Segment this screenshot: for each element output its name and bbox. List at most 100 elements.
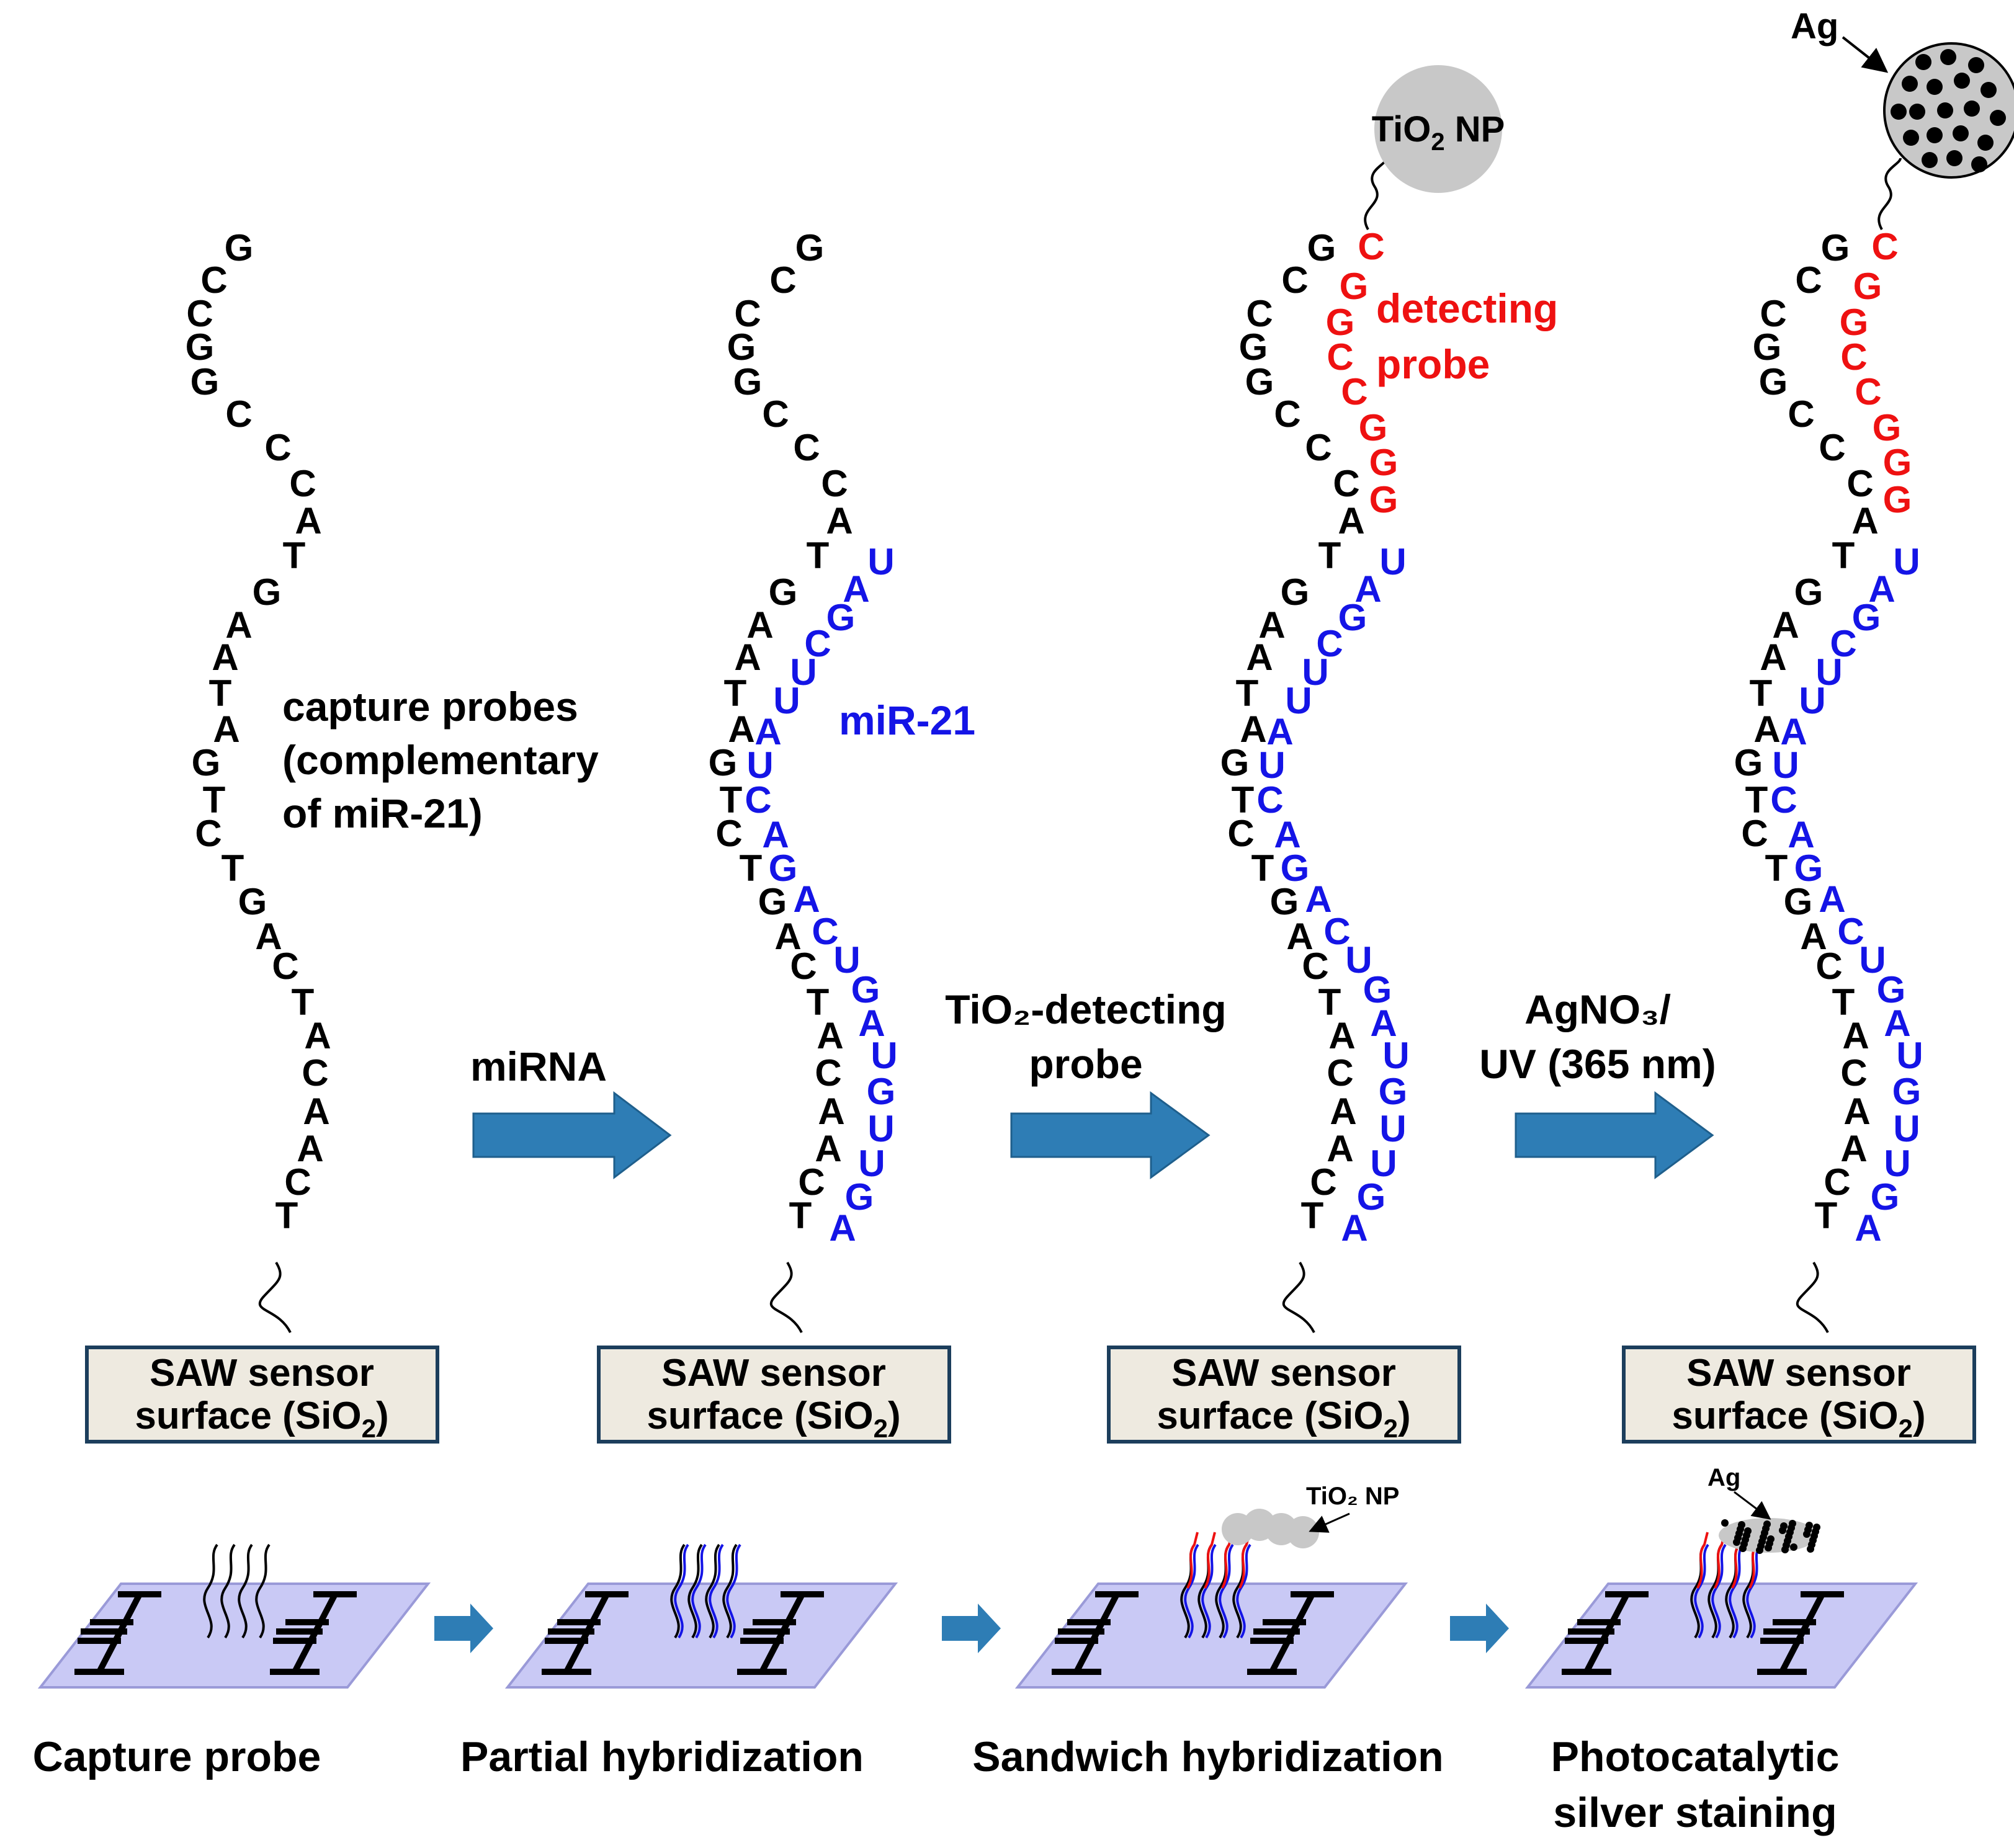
chip-strand bbox=[709, 1543, 724, 1639]
idt-electrode-2 bbox=[270, 1591, 357, 1675]
capture-probes-label-line3: of miR-21) bbox=[282, 790, 483, 836]
linker-1 bbox=[258, 1261, 292, 1333]
mirna-base-4: U bbox=[1815, 651, 1842, 693]
chip-plate bbox=[504, 1582, 898, 1689]
capture-base-18: T bbox=[222, 847, 244, 889]
chip-strand bbox=[705, 1543, 720, 1639]
np-linker-4 bbox=[1877, 158, 1902, 230]
detecting-base-0: C bbox=[1358, 226, 1384, 267]
chip-silver-dot bbox=[1807, 1545, 1814, 1553]
mirna-base-7: U bbox=[746, 744, 773, 786]
capture-base-10: G bbox=[1281, 571, 1310, 613]
chip-silver-dot bbox=[1803, 1530, 1810, 1538]
capture-base-5: C bbox=[1788, 393, 1814, 435]
mirna-base-1: A bbox=[843, 568, 869, 610]
mirna-base-21: A bbox=[829, 1207, 856, 1249]
silver-dot-3 bbox=[1902, 76, 1918, 92]
capture-base-2: C bbox=[1246, 293, 1273, 334]
mirna-base-16: U bbox=[870, 1035, 897, 1076]
capture-base-2: C bbox=[1760, 293, 1786, 334]
capture-base-0: G bbox=[1307, 227, 1336, 269]
mirna-base-9: A bbox=[1788, 814, 1814, 855]
mirna-base-4: U bbox=[790, 651, 817, 693]
capture-base-20: A bbox=[255, 916, 282, 957]
silver-dot-14 bbox=[1977, 135, 1994, 151]
detecting-base-5: G bbox=[1359, 407, 1388, 449]
capture-base-7: C bbox=[289, 463, 316, 504]
step-arrow-1-label: miRNA bbox=[470, 1043, 607, 1089]
mirna-base-14: G bbox=[851, 969, 880, 1011]
silver-dot-0 bbox=[1915, 54, 1931, 70]
capture-base-3: G bbox=[727, 326, 756, 368]
sensor-box-line1: SAW sensor bbox=[1686, 1352, 1911, 1395]
chip-strand bbox=[691, 1543, 707, 1639]
caption-capture-probe: Capture probe bbox=[33, 1733, 321, 1780]
capture-base-25: A bbox=[1843, 1091, 1870, 1132]
chip-detecting-strand bbox=[1204, 1532, 1216, 1589]
caption-sandwich-hybridization: Sandwich hybridization bbox=[972, 1733, 1443, 1780]
capture-base-13: T bbox=[724, 672, 747, 714]
mirna-base-18: U bbox=[1893, 1108, 1920, 1149]
capture-base-12: A bbox=[734, 636, 761, 678]
mirna-base-1: A bbox=[1868, 568, 1895, 610]
capture-base-22: T bbox=[292, 981, 315, 1023]
tio2-np-label: TiO2 NP bbox=[1372, 109, 1505, 156]
mirna-base-8: C bbox=[745, 779, 771, 821]
mirna-base-13: U bbox=[1345, 939, 1372, 981]
step-arrow-3: AgNO₃/ UV (365 nm) bbox=[1479, 986, 1716, 1179]
mirna-base-21: A bbox=[1855, 1207, 1881, 1249]
silver-dots bbox=[1891, 49, 2006, 172]
detecting-base-4: C bbox=[1855, 371, 1881, 413]
mirna-base-10: G bbox=[1281, 847, 1310, 889]
step-arrow-2-label-line2: probe bbox=[1029, 1041, 1142, 1087]
mirna-base-0: U bbox=[1893, 541, 1920, 583]
capture-base-1: C bbox=[200, 259, 227, 301]
sensor-chip-4 bbox=[1524, 1518, 1918, 1689]
mirna-base-0: U bbox=[867, 541, 894, 583]
capture-base-3: G bbox=[1753, 326, 1782, 368]
mirna-base-5: U bbox=[1799, 680, 1825, 721]
capture-base-20: A bbox=[774, 916, 801, 957]
capture-base-12: A bbox=[212, 636, 238, 678]
capture-base-19: G bbox=[1784, 881, 1813, 922]
detecting-base-2: G bbox=[1840, 301, 1869, 343]
capture-base-4: G bbox=[1759, 361, 1788, 403]
capture-base-11: A bbox=[225, 604, 252, 646]
idt-electrode-2 bbox=[1247, 1591, 1334, 1675]
chip-strand bbox=[726, 1543, 741, 1639]
capture-base-7: C bbox=[821, 463, 848, 504]
bottom-tio2-pointer bbox=[1309, 1512, 1350, 1533]
bottom-ag-label: Ag bbox=[1707, 1464, 1740, 1491]
chip-strand bbox=[238, 1543, 253, 1639]
idt-electrode-1 bbox=[74, 1591, 161, 1675]
capture-base-21: C bbox=[272, 945, 298, 987]
silver-dot-6 bbox=[1980, 82, 1997, 98]
capture-base-25: A bbox=[818, 1091, 844, 1132]
capture-base-24: C bbox=[1327, 1052, 1353, 1094]
capture-base-28: T bbox=[789, 1195, 812, 1236]
silver-dot-11 bbox=[1903, 130, 1919, 146]
capture-base-1: C bbox=[769, 259, 796, 301]
mirna-base-6: A bbox=[1780, 711, 1807, 752]
capture-base-19: G bbox=[238, 881, 267, 922]
mirna-base-3: C bbox=[1830, 623, 1856, 664]
mirna-base-16: U bbox=[1382, 1035, 1409, 1076]
capture-base-17: C bbox=[1227, 813, 1254, 854]
capture-base-16: T bbox=[1232, 779, 1255, 821]
capture-base-19: G bbox=[758, 881, 787, 922]
capture-base-23: A bbox=[1328, 1015, 1355, 1056]
capture-base-20: A bbox=[1800, 916, 1827, 957]
idt-electrode-1 bbox=[1562, 1591, 1649, 1675]
mirna-base-6: A bbox=[1266, 711, 1293, 752]
capture-base-14: A bbox=[213, 708, 239, 750]
capture-base-7: C bbox=[1333, 463, 1359, 504]
mirna-base-9: A bbox=[1274, 814, 1300, 855]
chip-plate bbox=[1524, 1582, 1918, 1689]
capture-base-4: G bbox=[733, 361, 763, 403]
bottom-tio2-np-label: TiO₂ NP bbox=[1306, 1483, 1399, 1510]
capture-base-26: A bbox=[1840, 1128, 1867, 1169]
mirna-base-11: A bbox=[1819, 878, 1845, 920]
